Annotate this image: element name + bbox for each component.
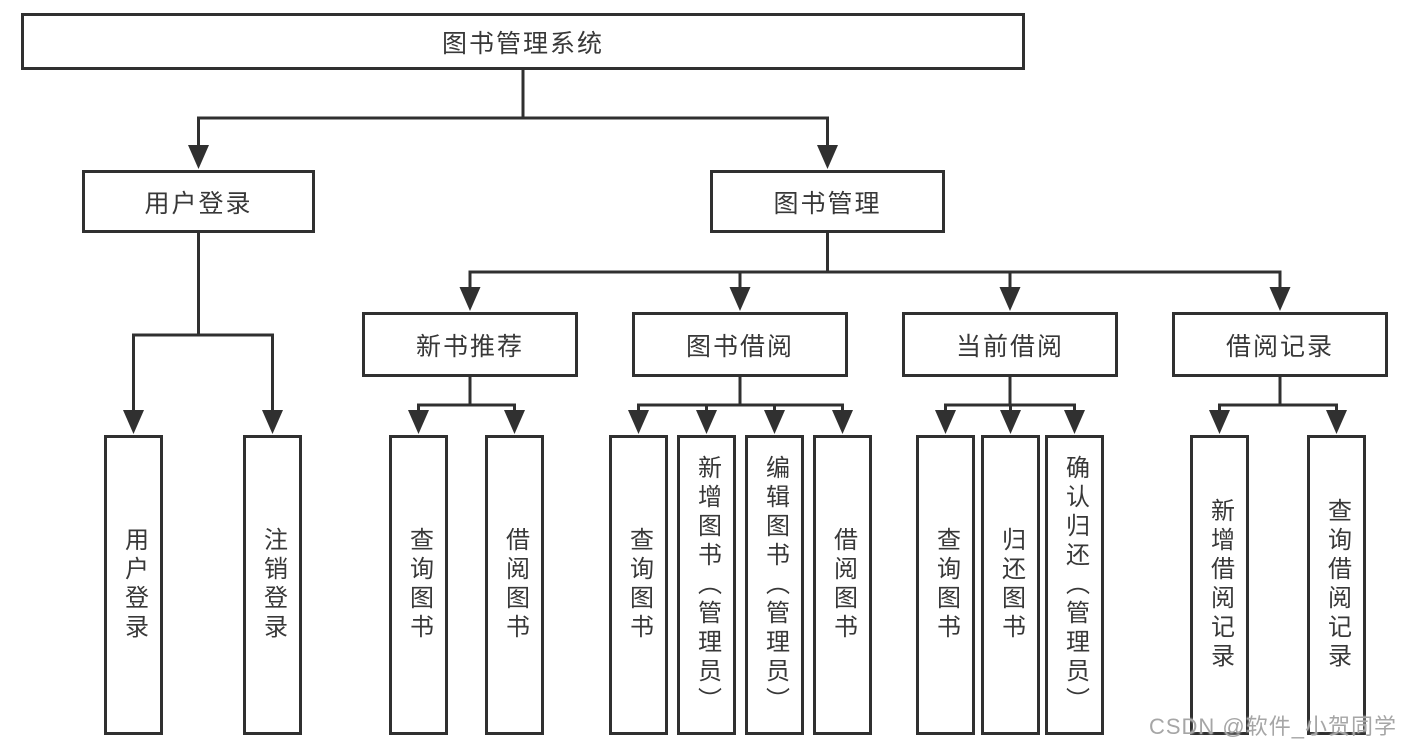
node-book-management: 图书管理 (710, 170, 945, 233)
node-leaf-query-book-2: 查询图书 (609, 435, 668, 735)
node-leaf-borrow-book-1: 借阅图书 (485, 435, 544, 735)
arrow-down-icon (262, 410, 283, 434)
node-leaf-add-borrow-record: 新增借阅记录 (1190, 435, 1249, 735)
arrow-down-icon (123, 410, 144, 434)
arrow-down-icon (1326, 410, 1347, 434)
node-leaf-user-login: 用户登录 (104, 435, 163, 735)
connector-book-management-to-level3 (468, 231, 1282, 294)
node-leaf-query-borrow-record: 查询借阅记录 (1307, 435, 1366, 735)
connector-book-borrow-to-leaves (637, 375, 844, 417)
arrow-down-icon (1209, 410, 1230, 434)
arrow-down-icon (696, 410, 717, 434)
arrow-down-icon (1269, 287, 1291, 311)
node-current-borrow: 当前借阅 (902, 312, 1118, 377)
arrow-down-icon (459, 287, 481, 311)
arrow-down-icon (188, 145, 209, 169)
node-user-login: 用户登录 (82, 170, 315, 233)
connector-current-borrow-to-leaves (944, 375, 1076, 417)
node-leaf-edit-book-admin: 编辑图书（管理员） (745, 435, 804, 735)
node-leaf-confirm-return-admin: 确认归还（管理员） (1045, 435, 1104, 735)
node-leaf-query-book-1: 查询图书 (389, 435, 448, 735)
arrow-down-icon (999, 287, 1021, 311)
arrow-down-icon (832, 410, 853, 434)
node-leaf-query-book-3: 查询图书 (916, 435, 975, 735)
node-new-book-recommend: 新书推荐 (362, 312, 578, 377)
connector-user-login-to-leaves (132, 231, 274, 417)
arrow-down-icon (1064, 410, 1085, 434)
connector-new-book-to-leaves (417, 375, 516, 417)
arrow-down-icon (408, 410, 429, 434)
arrow-down-icon (935, 410, 956, 434)
node-borrow-record: 借阅记录 (1172, 312, 1388, 377)
arrow-down-icon (729, 287, 751, 311)
connector-borrow-record-to-leaves (1218, 375, 1338, 417)
arrow-down-icon (764, 410, 785, 434)
node-leaf-add-book-admin: 新增图书（管理员） (677, 435, 736, 735)
node-leaf-logout: 注销登录 (243, 435, 302, 735)
connector-root-to-level2 (197, 68, 829, 152)
node-leaf-borrow-book-2: 借阅图书 (813, 435, 872, 735)
arrow-down-icon (817, 145, 838, 169)
arrow-down-icon (628, 410, 649, 434)
node-book-borrow: 图书借阅 (632, 312, 848, 377)
arrow-down-icon (1000, 410, 1021, 434)
node-root: 图书管理系统 (21, 13, 1025, 70)
arrow-down-icon (504, 410, 525, 434)
watermark: CSDN @软件_小贺同学 (1148, 714, 1397, 739)
node-leaf-return-book: 归还图书 (981, 435, 1040, 735)
